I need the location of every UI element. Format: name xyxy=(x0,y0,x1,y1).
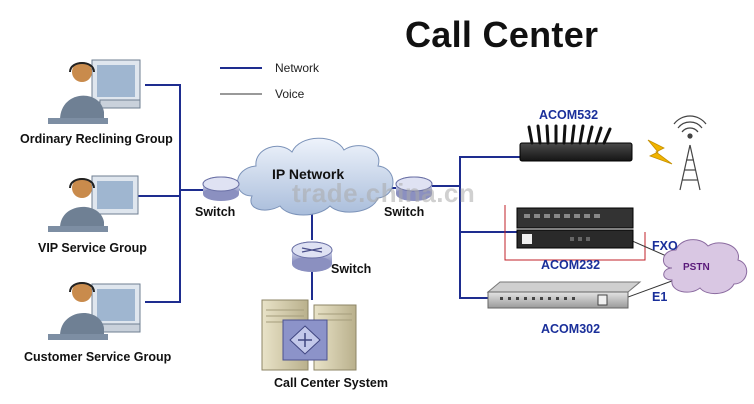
legend-network-label: Network xyxy=(275,61,320,75)
agent-customer-icon xyxy=(48,282,141,340)
legend-voice-label: Voice xyxy=(275,87,305,101)
page-title: Call Center xyxy=(405,14,599,55)
wireless-bolt-icon xyxy=(647,139,673,165)
switch-right-icon xyxy=(395,176,433,201)
acom232-device-icon xyxy=(516,207,634,249)
switch-right-label: Switch xyxy=(384,205,425,219)
call-center-system-label: Call Center System xyxy=(274,376,388,390)
customer-group-label: Customer Service Group xyxy=(24,350,172,364)
acom302-label: ACOM302 xyxy=(541,322,601,336)
agent-ordinary-icon xyxy=(48,59,141,124)
server-icon xyxy=(261,299,357,371)
acom232-label: ACOM232 xyxy=(541,258,601,272)
left-network-bus xyxy=(130,84,215,303)
acom532-label: ACOM532 xyxy=(539,108,599,122)
vip-group-label: VIP Service Group xyxy=(38,241,147,255)
fxo-label: FXO xyxy=(652,239,678,253)
switch-center-icon xyxy=(291,241,333,272)
acom532-device-icon xyxy=(519,124,633,162)
pstn-label: PSTN xyxy=(683,262,710,273)
ip-network-cloud xyxy=(237,137,394,216)
watermark-text: trade.china.cn xyxy=(292,178,476,208)
voice-line xyxy=(504,205,646,261)
right-network-bus xyxy=(428,156,520,299)
agent-vip-icon xyxy=(48,175,139,232)
ordinary-group-label: Ordinary Reclining Group xyxy=(20,132,173,146)
switch-left-icon xyxy=(202,176,240,201)
switch-left-label: Switch xyxy=(195,205,236,219)
acom302-device-icon xyxy=(486,281,642,309)
ip-network-label: IP Network xyxy=(272,166,345,182)
radio-tower-icon xyxy=(673,115,707,191)
e1-label: E1 xyxy=(652,290,668,304)
switch-center-label: Switch xyxy=(331,262,372,276)
pstn-cloud xyxy=(663,239,748,294)
